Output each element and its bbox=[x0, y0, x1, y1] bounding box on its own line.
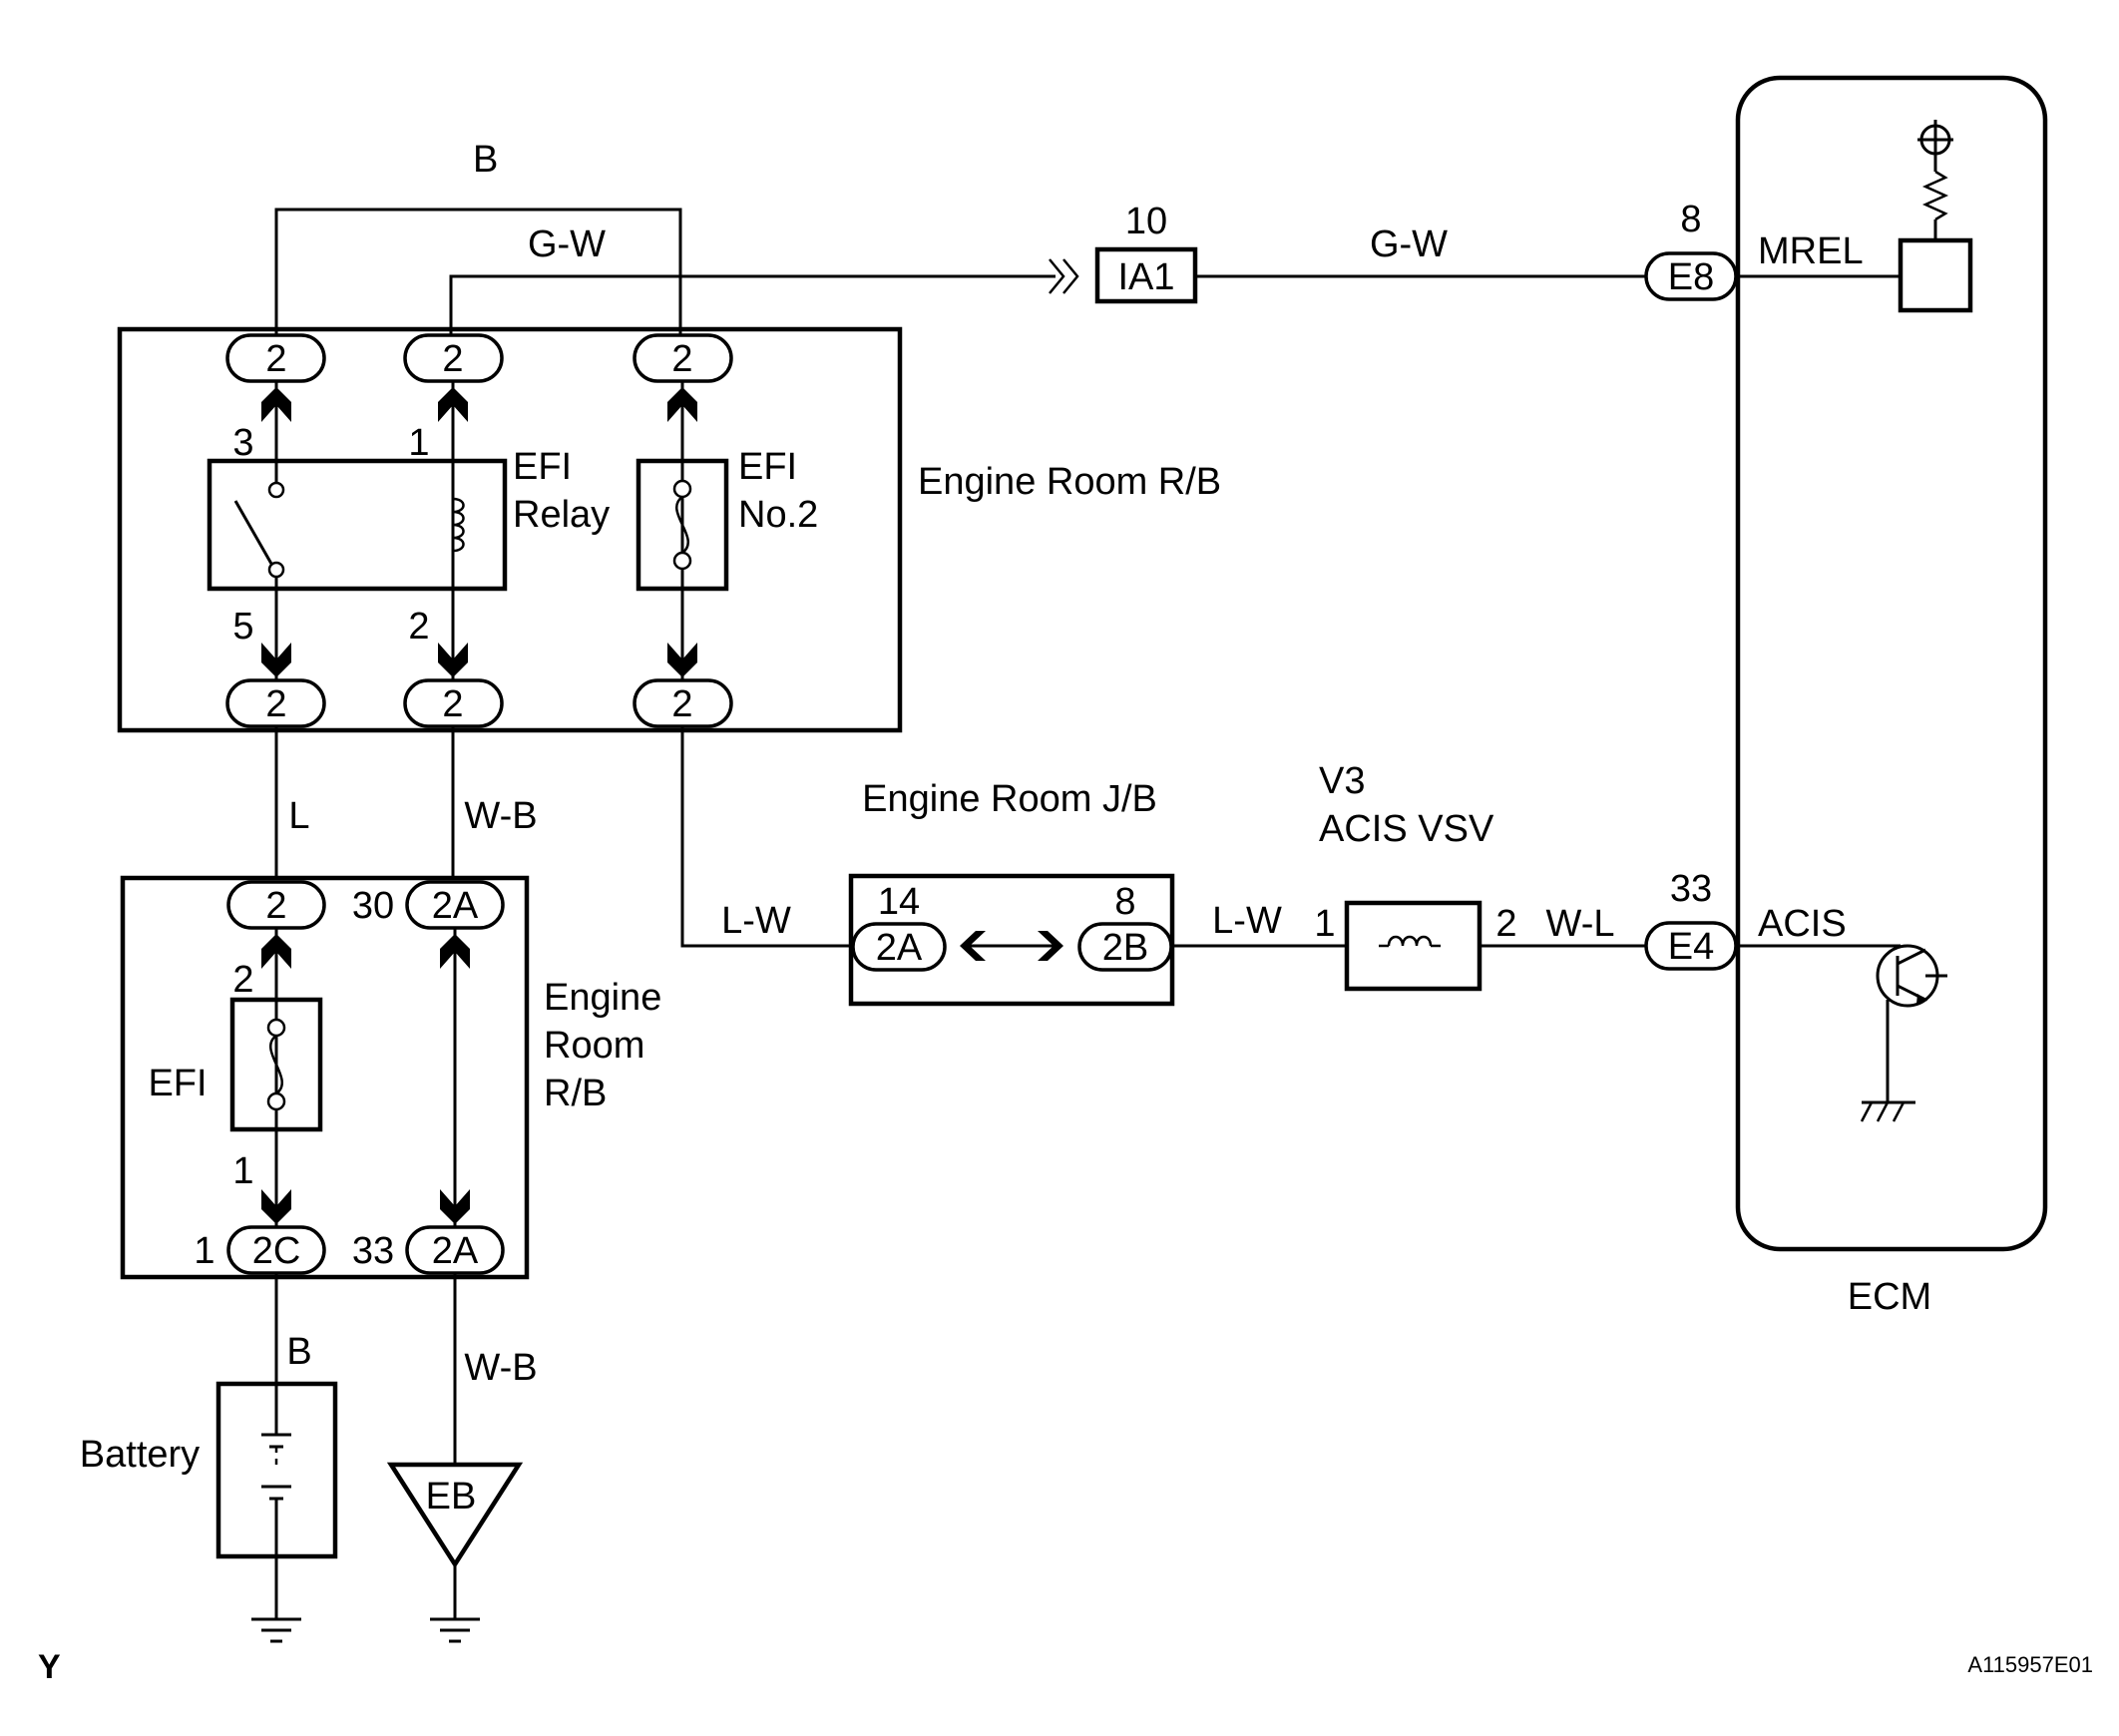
wire-color-wb-upper: W-B bbox=[464, 795, 537, 837]
engine-room-rb-lower bbox=[120, 875, 530, 1280]
engine-room-rb-lower-label-1: Engine bbox=[544, 977, 661, 1019]
relay-pin-2: 2 bbox=[408, 606, 429, 648]
wire-color-gw-right: G-W bbox=[1370, 223, 1448, 265]
jb-connector-2b-label: 2B bbox=[1102, 927, 1148, 969]
low-rb-connector-2-label: 2 bbox=[265, 885, 286, 927]
rb-connector-bot-2: 2 bbox=[442, 683, 463, 725]
relay-contact-bottom bbox=[267, 561, 285, 579]
chassis-ground-icon bbox=[1860, 1000, 1915, 1122]
engine-room-rb-upper bbox=[117, 326, 903, 733]
connector-e4-label: E4 bbox=[1668, 926, 1714, 968]
jb-pin-14: 14 bbox=[878, 881, 920, 923]
efi-relay bbox=[207, 458, 508, 592]
v3-label: V3 bbox=[1319, 760, 1365, 802]
low-rb-arrows bbox=[261, 934, 470, 1224]
low-rb-pin-33: 33 bbox=[352, 1230, 394, 1272]
wire-b-top bbox=[274, 208, 682, 339]
low-rb-pin-30: 30 bbox=[352, 885, 394, 927]
low-rb-internal-wires bbox=[274, 928, 457, 1227]
engine-room-rb-upper-label: Engine Room R/B bbox=[918, 461, 1221, 503]
rb-connector-top-3: 2 bbox=[671, 338, 692, 380]
connector-e8-label: E8 bbox=[1668, 256, 1714, 298]
ground-point-eb bbox=[386, 1462, 524, 1569]
vsv-pin-1: 1 bbox=[1314, 903, 1335, 945]
rb-connector-top-2: 2 bbox=[442, 338, 463, 380]
acis-vsv bbox=[1344, 900, 1483, 992]
rb-arrows-upper bbox=[261, 387, 697, 677]
rb-top-connectors bbox=[225, 333, 733, 728]
efi-relay-label-2: Relay bbox=[513, 494, 610, 536]
wire-gw bbox=[449, 274, 1901, 339]
wire-color-wl: W-L bbox=[1546, 903, 1615, 945]
battery-icon bbox=[261, 1384, 291, 1556]
engine-room-jb bbox=[848, 873, 1175, 1007]
relay-pin-5: 5 bbox=[232, 606, 253, 648]
connector-ia1 bbox=[1094, 246, 1198, 304]
relay-pin-3: 3 bbox=[232, 422, 253, 464]
relay-coil-icon bbox=[452, 497, 465, 553]
corner-mark-y: Y bbox=[38, 1648, 61, 1686]
pin-e8-8: 8 bbox=[1680, 199, 1701, 240]
efi-no2-label-2: No.2 bbox=[738, 494, 818, 536]
jb-connector-2a bbox=[851, 922, 947, 972]
rb-internal-wires bbox=[274, 381, 684, 680]
eb-ground-icon bbox=[430, 1564, 480, 1643]
efi-fuse-pin-2: 2 bbox=[232, 959, 253, 1001]
ecm-label: ECM bbox=[1848, 1276, 1931, 1318]
jb-pin-8: 8 bbox=[1114, 881, 1135, 923]
pin-e4-33: 33 bbox=[1670, 868, 1712, 910]
connector-ia1-label: IA1 bbox=[1117, 256, 1174, 298]
wire-color-b-bottom: B bbox=[286, 1331, 311, 1373]
engine-room-jb-label: Engine Room J/B bbox=[862, 778, 1157, 820]
vsv-coil-icon bbox=[1387, 935, 1433, 947]
low-rb-pin-1: 1 bbox=[194, 1230, 214, 1272]
battery-ground-icon bbox=[251, 1556, 301, 1643]
wire-lw bbox=[680, 726, 1347, 948]
mrel-label: MREL bbox=[1758, 230, 1864, 272]
acis-vsv-label: ACIS VSV bbox=[1319, 808, 1494, 850]
efi-fuse-label: EFI bbox=[148, 1063, 207, 1104]
relay-switch-arm bbox=[233, 500, 273, 565]
pin-ia1-10: 10 bbox=[1125, 201, 1167, 242]
battery-label: Battery bbox=[80, 1434, 200, 1476]
engine-room-rb-lower-label-3: R/B bbox=[544, 1073, 607, 1114]
power-source-icon bbox=[1917, 120, 1953, 156]
jb-connector-2a-label: 2A bbox=[876, 927, 923, 969]
rb-connector-bot-1: 2 bbox=[265, 683, 286, 725]
wire-color-l: L bbox=[288, 795, 309, 837]
low-rb-connector-2a-top-label: 2A bbox=[432, 885, 479, 927]
fuse-efi-icon bbox=[266, 1000, 286, 1129]
relay-pin-1: 1 bbox=[408, 422, 429, 464]
low-rb-connector-2a-bot-label: 2A bbox=[432, 1230, 479, 1272]
connector-e4 bbox=[1644, 921, 1738, 971]
efi-relay-label-1: EFI bbox=[513, 446, 572, 488]
ecm bbox=[1735, 75, 2048, 1252]
rb-connector-bot-3: 2 bbox=[671, 683, 692, 725]
mrel-driver bbox=[1898, 145, 1973, 313]
acis-label: ACIS bbox=[1758, 903, 1847, 945]
fuse-efi-no2-icon bbox=[672, 461, 692, 589]
ground-point-eb-label: EB bbox=[426, 1476, 477, 1518]
vsv-pin-2: 2 bbox=[1495, 903, 1516, 945]
figure-id: A115957E01 bbox=[1967, 1652, 2093, 1677]
connector-e8 bbox=[1644, 251, 1738, 301]
jb-internal-link bbox=[960, 931, 1063, 961]
connector-arrow-ia1 bbox=[1049, 258, 1079, 294]
acis-transistor-icon bbox=[1876, 944, 1947, 1008]
efi-fuse-pin-1: 1 bbox=[232, 1150, 253, 1192]
jb-connector-2b bbox=[1077, 922, 1173, 972]
low-rb-connector-2c-label: 2C bbox=[252, 1230, 301, 1272]
wire-color-lw-right: L-W bbox=[1212, 900, 1282, 942]
rb-connector-top-1: 2 bbox=[265, 338, 286, 380]
engine-room-rb-lower-label-2: Room bbox=[544, 1025, 644, 1067]
wire-color-gw-left: G-W bbox=[528, 223, 606, 265]
wire-color-lw-left: L-W bbox=[721, 900, 791, 942]
relay-contact-top bbox=[267, 481, 285, 499]
wire-color-b-top: B bbox=[473, 139, 498, 181]
wire-color-wb-bottom: W-B bbox=[464, 1347, 537, 1389]
efi-no2-label-1: EFI bbox=[738, 446, 797, 488]
